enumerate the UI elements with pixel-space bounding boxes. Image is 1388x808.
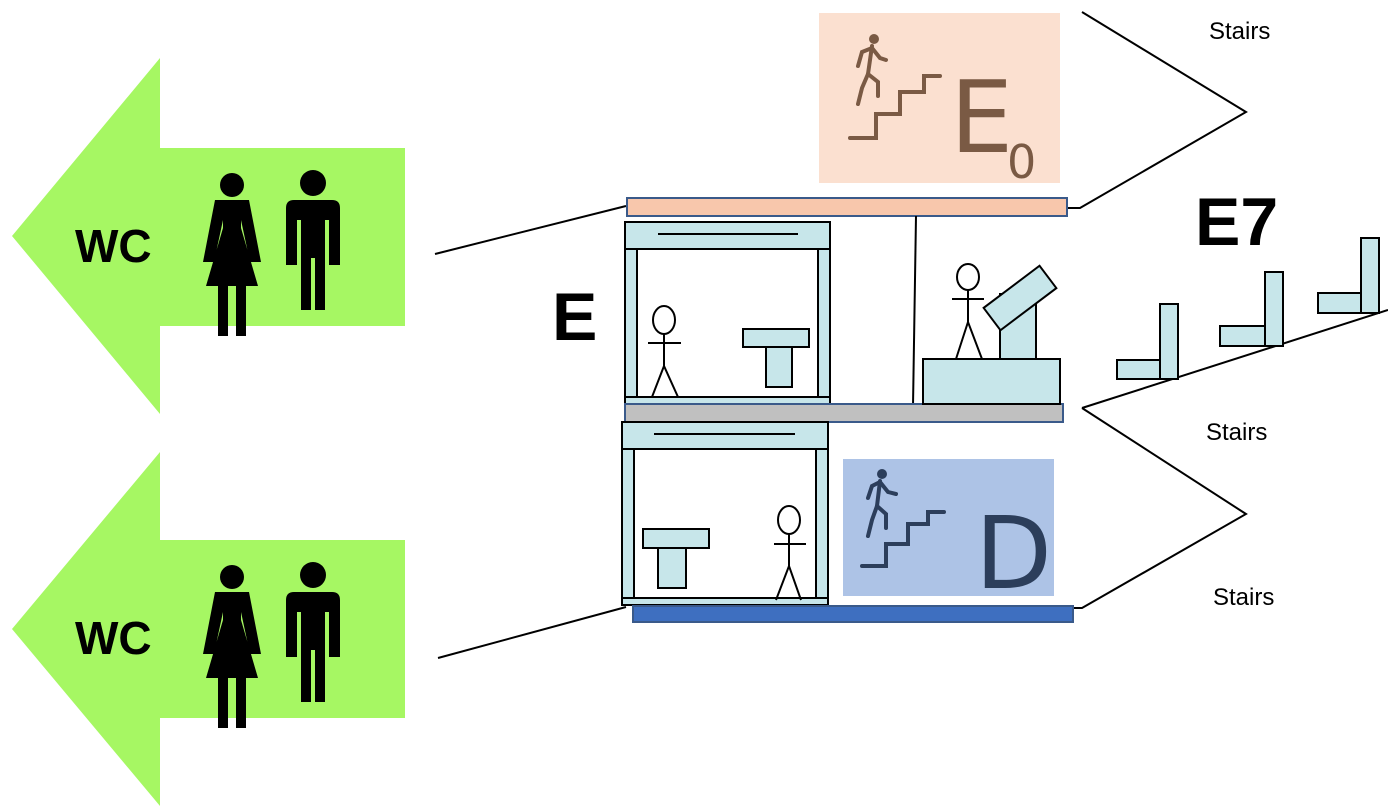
seat-back [1159,303,1179,380]
building-section [621,197,1074,623]
wc-connector-line [437,606,627,659]
woman-icon [203,565,261,728]
stairs-sign-lower: D [843,459,1054,612]
wc-sign-upper: WC [12,58,405,414]
middle-slab [624,403,1064,423]
stairs-pointer-lines [1068,11,1388,609]
wc-label: WC [75,612,152,664]
seat-back [1360,237,1380,314]
stairs-label-top: Stairs [1209,18,1270,45]
room-column [815,448,829,600]
stairs-label-middle: Stairs [1206,419,1267,446]
room-column [621,448,635,600]
seating-steps [1116,237,1380,380]
floor-label-e: E [552,279,597,355]
area-label-e7: E7 [1195,184,1278,260]
seat [1219,325,1270,347]
wc-sign-lower: WC [12,452,405,806]
room-floor-strip [624,396,831,405]
stairs-sign-letter: E [950,59,1013,176]
room-column [624,248,638,403]
table-shape [742,328,810,388]
upper-slab [626,197,1068,217]
man-icon [286,170,340,310]
man-icon [286,562,340,702]
seat-back [1264,271,1284,347]
stairs-sign-subscript: 0 [1007,135,1036,189]
stairs-climb-icon [860,469,946,568]
person-figure [952,263,984,360]
room-ceiling-beam [621,421,829,450]
person-figure [648,305,681,398]
wc-label: WC [75,220,152,272]
telescope-tube [982,264,1058,332]
table-shape [642,528,710,589]
seat [1116,359,1167,380]
stairs-sign-upper: E 0 [819,13,1060,189]
lower-slab [632,605,1074,623]
platform [922,358,1061,405]
wc-connector-line [434,205,627,255]
stairs-climb-icon [848,34,942,140]
woman-icon [203,173,261,336]
stairs-label-bottom: Stairs [1213,584,1274,611]
person-figure [774,505,806,601]
room-ceiling-beam [624,221,831,250]
room-column [817,248,831,403]
stairs-sign-letter: D [975,495,1052,612]
room-floor-strip [621,597,829,606]
